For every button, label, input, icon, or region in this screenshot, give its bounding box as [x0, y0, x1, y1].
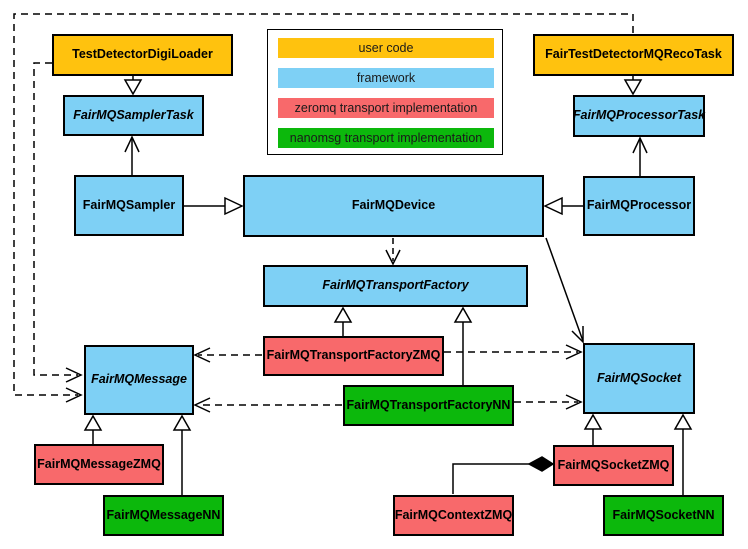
edge-processor-to-processortask — [632, 136, 648, 176]
edge-device-to-socket — [545, 237, 584, 344]
node-fairmq-context-zmq: FairMQContextZMQ — [393, 495, 514, 536]
edge-recotask-to-processortask — [623, 76, 643, 96]
legend-item-nanomsg: nanomsg transport implementation — [278, 128, 494, 148]
edge-factoryzmq-to-socket — [444, 344, 583, 360]
node-fairmq-socket: FairMQSocket — [583, 343, 695, 414]
edge-messagenn-to-message — [172, 414, 192, 495]
edge-processor-to-device — [543, 196, 583, 216]
edge-recotask-to-message — [13, 13, 634, 403]
edge-digiloader-to-samplertask — [123, 76, 143, 96]
edge-sampler-to-samplertask — [124, 135, 140, 175]
edge-factoryzmq-to-message — [193, 347, 262, 363]
legend-box: user code framework zeromq transport imp… — [267, 29, 503, 155]
node-fair-test-detector-mq-reco-task: FairTestDetectorMQRecoTask — [533, 34, 734, 76]
node-fairmq-transport-factory-zmq: FairMQTransportFactoryZMQ — [263, 336, 444, 376]
edge-factoryzmq-to-factory — [333, 306, 353, 336]
edge-sampler-to-device — [184, 196, 244, 216]
edge-factorynn-to-factory — [453, 306, 473, 385]
node-fairmq-message-nn: FairMQMessageNN — [103, 495, 224, 536]
node-fairmq-sampler-task: FairMQSamplerTask — [63, 95, 204, 136]
edge-socketnn-to-socket — [673, 413, 693, 495]
node-fairmq-socket-nn: FairMQSocketNN — [603, 495, 724, 536]
edge-digiloader-to-message — [33, 62, 83, 383]
edge-contextzmq-to-socketzmq — [452, 456, 555, 494]
legend-item-user-code: user code — [278, 38, 494, 58]
node-fairmq-transport-factory-nn: FairMQTransportFactoryNN — [343, 385, 514, 426]
node-test-detector-digi-loader: TestDetectorDigiLoader — [52, 34, 233, 76]
node-fairmq-message: FairMQMessage — [84, 345, 194, 415]
edge-device-to-factory — [385, 238, 401, 266]
node-fairmq-socket-zmq: FairMQSocketZMQ — [553, 445, 674, 486]
node-fairmq-message-zmq: FairMQMessageZMQ — [34, 444, 164, 485]
edge-factorynn-to-socket — [514, 394, 583, 410]
edge-messagezmq-to-message — [83, 414, 103, 444]
edge-factorynn-to-message — [193, 397, 342, 413]
node-fairmq-processor: FairMQProcessor — [583, 176, 695, 236]
node-fairmq-transport-factory: FairMQTransportFactory — [263, 265, 528, 307]
node-fairmq-device: FairMQDevice — [243, 175, 544, 237]
legend-item-framework: framework — [278, 68, 494, 88]
legend-item-zeromq: zeromq transport implementation — [278, 98, 494, 118]
node-fairmq-sampler: FairMQSampler — [74, 175, 184, 236]
node-fairmq-processor-task: FairMQProcessorTask — [573, 95, 705, 137]
edge-socketzmq-to-socket — [583, 413, 603, 445]
